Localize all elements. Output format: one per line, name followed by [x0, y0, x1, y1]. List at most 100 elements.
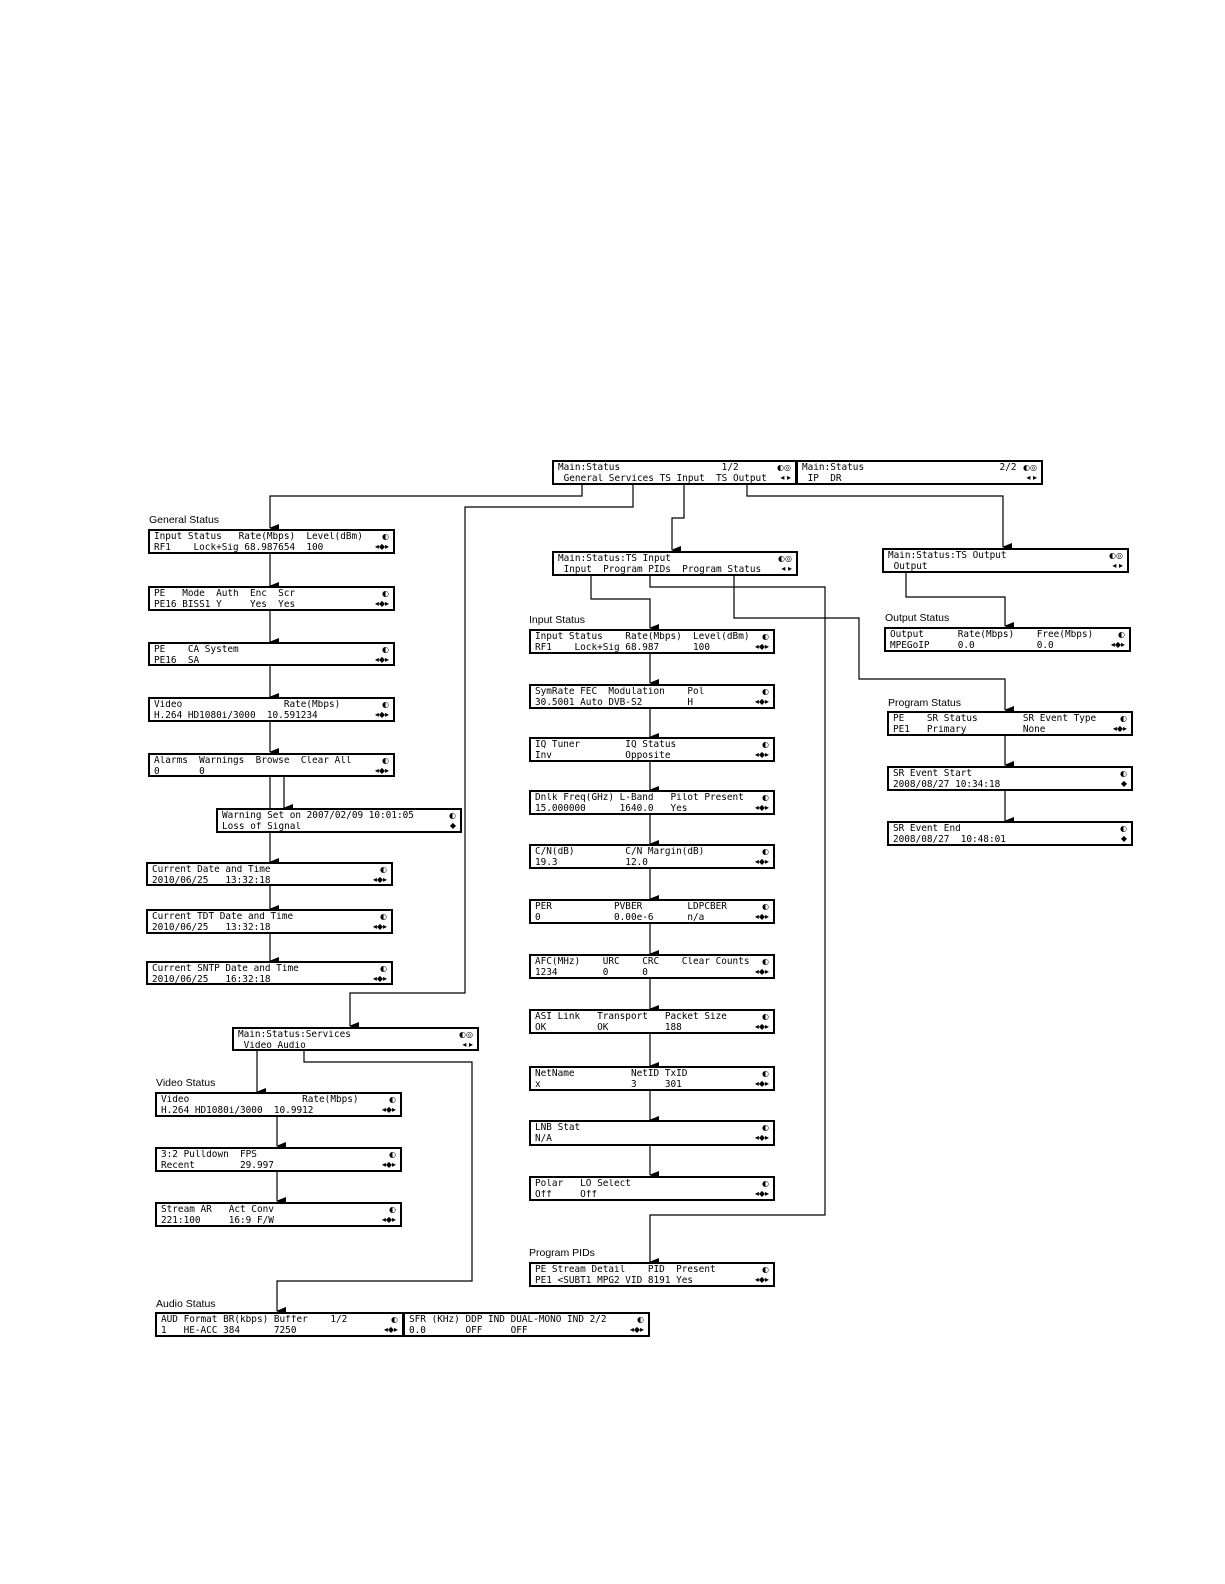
screen-line-2: 0.0 OFF OFF: [409, 1325, 528, 1336]
screen-line-1: Main:Status:Services: [238, 1030, 351, 1040]
screen-video-status[interactable]: Video Rate(Mbps) H.264 HD1080i/3000 10.9…: [155, 1092, 402, 1117]
screen-line-1: PE SR Status SR Event Type: [893, 714, 1097, 724]
knob-icon: ◐: [762, 957, 769, 966]
label-general-status: General Status: [149, 514, 220, 526]
knob-icon: ◐: [1120, 824, 1127, 833]
screen-sr-event-end[interactable]: SR Event End 2008/08/27 10:48:01 ◐ ◆: [887, 821, 1133, 846]
arrows-icon: ◂◆▸: [754, 857, 769, 866]
arrows-icon: ◂ ▸: [1026, 473, 1037, 482]
screen-line-2: PE16 SA: [154, 655, 200, 666]
arrows-icon: ◂◆▸: [372, 875, 387, 884]
knob-icon: ◐: [382, 532, 389, 541]
screen-general-pe-mode[interactable]: PE Mode Auth Enc Scr PE16 BISS1 Y Yes Ye…: [148, 586, 395, 611]
arrows-icon: ◂◆▸: [383, 1325, 398, 1334]
arrows-icon: ◂◆▸: [754, 642, 769, 651]
screen-line-1: AFC(MHz) URC CRC Clear Counts: [535, 957, 750, 967]
arrows-icon: ◆: [1120, 779, 1127, 788]
arrows-icon: ◂◆▸: [1112, 724, 1127, 733]
screen-line-1: Alarms Warnings Browse Clear All: [154, 756, 352, 766]
knob-icon: ◐◎: [777, 463, 791, 472]
screen-audio-status-1[interactable]: AUD Format BR(kbps) Buffer 1/2 1 HE-ACC …: [155, 1312, 404, 1337]
arrows-icon: ◂◆▸: [374, 710, 389, 719]
knob-icon: ◐: [382, 700, 389, 709]
screen-warning-detail[interactable]: Warning Set on 2007/02/09 10:01:05 Loss …: [216, 808, 462, 833]
screen-netname[interactable]: NetName NetID TxID x 3 301 ◐ ◂◆▸: [529, 1066, 775, 1091]
screen-lnb-stat[interactable]: LNB Stat N/A ◐ ◂◆▸: [529, 1120, 775, 1146]
arrows-icon: ◂◆▸: [754, 1022, 769, 1031]
screen-line-1: SR Event End: [893, 824, 961, 834]
screen-line-1: Output Rate(Mbps) Free(Mbps): [890, 630, 1094, 640]
arrows-icon: ◂◆▸: [1110, 640, 1125, 649]
screen-line-2: General Services TS Input TS Output: [558, 473, 767, 484]
knob-icon: ◐: [1118, 630, 1125, 639]
screen-asi-link[interactable]: ASI Link Transport Packet Size OK OK 188…: [529, 1009, 775, 1034]
label-output-status: Output Status: [885, 612, 950, 624]
screen-services-menu[interactable]: Main:Status:Services Video Audio ◐◎ ◂ ▸: [232, 1027, 479, 1051]
arrows-icon: ◂◆▸: [372, 974, 387, 983]
arrows-icon: ◂◆▸: [754, 1079, 769, 1088]
screen-current-date-time[interactable]: Current Date and Time 2010/06/25 13:32:1…: [146, 862, 393, 886]
screen-audio-status-2[interactable]: SFR (KHz) DDP IND DUAL-MONO IND 2/2 0.0 …: [403, 1312, 650, 1337]
knob-icon: ◐: [380, 865, 387, 874]
screen-afc[interactable]: AFC(MHz) URC CRC Clear Counts 1234 0 0 ◐…: [529, 954, 775, 979]
screen-program-status[interactable]: PE SR Status SR Event Type PE1 Primary N…: [887, 711, 1133, 736]
arrows-icon: ◂◆▸: [374, 655, 389, 664]
wire-tsin-input: [590, 575, 659, 632]
screen-sntp-date-time[interactable]: Current SNTP Date and Time 2010/06/25 16…: [146, 961, 393, 985]
knob-icon: ◐: [380, 964, 387, 973]
screen-stream-ar[interactable]: Stream AR Act Conv 221:100 16:9 F/W ◐ ◂◆…: [155, 1202, 402, 1227]
screen-line-2: 2010/06/25 13:32:18: [152, 922, 271, 933]
screen-main-status-1[interactable]: Main:Status 1/2 General Services TS Inpu…: [552, 460, 797, 485]
wire-ts-output: [746, 484, 1012, 551]
arrows-icon: ◂◆▸: [372, 922, 387, 931]
screen-line-2: 30.5001 Auto DVB-S2 H: [535, 697, 694, 708]
screen-input-status[interactable]: Input Status Rate(Mbps) Level(dBm) RF1 L…: [529, 629, 775, 654]
screen-ts-output-menu[interactable]: Main:Status:TS Output Output ◐◎ ◂ ▸: [882, 548, 1129, 573]
screen-dnlk-freq[interactable]: Dnlk Freq(GHz) L-Band Pilot Present 15.0…: [529, 790, 775, 815]
screen-polar[interactable]: Polar LO Select Off Off ◐ ◂◆▸: [529, 1176, 775, 1201]
arrows-icon: ◂ ▸: [781, 564, 792, 573]
screen-iq-tuner[interactable]: IQ Tuner IQ Status Inv Opposite ◐ ◂◆▸: [529, 737, 775, 762]
screen-line-2: H.264 HD1080i/3000 10.591234: [154, 710, 318, 721]
screen-line-1: ASI Link Transport Packet Size: [535, 1012, 727, 1022]
screen-line-1: PE CA System: [154, 645, 239, 655]
screen-tdt-date-time[interactable]: Current TDT Date and Time 2010/06/25 13:…: [146, 909, 393, 934]
screen-line-2: PE1 Primary None: [893, 724, 1046, 735]
screen-line-2: RF1 Lock+Sig 68.987 100: [535, 642, 710, 653]
screen-line-1: IQ Tuner IQ Status: [535, 740, 677, 750]
knob-icon: ◐: [762, 902, 769, 911]
screen-line-1: SR Event Start: [893, 769, 973, 779]
screen-output-status[interactable]: Output Rate(Mbps) Free(Mbps) MPEGoIP 0.0…: [884, 627, 1131, 652]
screen-line-1: SFR (KHz) DDP IND DUAL-MONO IND 2/2: [409, 1315, 607, 1325]
screen-sr-event-start[interactable]: SR Event Start 2008/08/27 10:34:18 ◐ ◆: [887, 766, 1133, 791]
knob-icon: ◐: [1120, 769, 1127, 778]
arrows-icon: ◂ ▸: [780, 473, 791, 482]
screen-main-status-2[interactable]: Main:Status 2/2 IP DR ◐◎ ◂ ▸: [796, 460, 1043, 485]
screen-pulldown[interactable]: 3:2 Pulldown FPS Recent 29.997 ◐ ◂◆▸: [155, 1147, 402, 1172]
screen-line-1: AUD Format BR(kbps) Buffer 1/2: [161, 1315, 348, 1325]
screen-symrate[interactable]: SymRate FEC Modulation Pol 30.5001 Auto …: [529, 684, 775, 709]
knob-icon: ◐: [762, 632, 769, 641]
screen-general-input-status[interactable]: Input Status Rate(Mbps) Level(dBm) RF1 L…: [148, 529, 395, 554]
screen-cn[interactable]: C/N(dB) C/N Margin(dB) 19.3 12.0 ◐ ◂◆▸: [529, 844, 775, 869]
screen-per[interactable]: PER PVBER LDPCBER 0 0.00e-6 n/a ◐ ◂◆▸: [529, 899, 775, 924]
screen-line-2: PE1 <SUBT1 MPG2 VID 8191 Yes: [535, 1275, 694, 1286]
arrows-icon: ◂◆▸: [381, 1160, 396, 1169]
label-input-status: Input Status: [529, 614, 586, 626]
knob-icon: ◐: [391, 1315, 398, 1324]
knob-icon: ◐: [382, 645, 389, 654]
screen-general-video[interactable]: Video Rate(Mbps) H.264 HD1080i/3000 10.5…: [148, 697, 395, 722]
screen-general-alarms[interactable]: Alarms Warnings Browse Clear All 0 0 ◐ ◂…: [148, 753, 395, 777]
arrows-icon: ◂◆▸: [754, 697, 769, 706]
screen-line-2: Video Audio: [238, 1040, 306, 1051]
screen-line-1: Main:Status 1/2: [558, 463, 739, 473]
arrows-icon: ◂◆▸: [381, 1105, 396, 1114]
knob-icon: ◐: [380, 912, 387, 921]
arrows-icon: ◆: [449, 821, 456, 830]
wire-ts-input: [671, 484, 685, 554]
screen-line-2: OK OK 188: [535, 1022, 682, 1033]
screen-general-ca-system[interactable]: PE CA System PE16 SA ◐ ◂◆▸: [148, 642, 395, 666]
screen-line-1: Polar LO Select: [535, 1179, 631, 1189]
screen-program-pids[interactable]: PE Stream Detail PID Present PE1 <SUBT1 …: [529, 1262, 775, 1287]
screen-ts-input-menu[interactable]: Main:Status:TS Input Input Program PIDs …: [552, 551, 798, 576]
